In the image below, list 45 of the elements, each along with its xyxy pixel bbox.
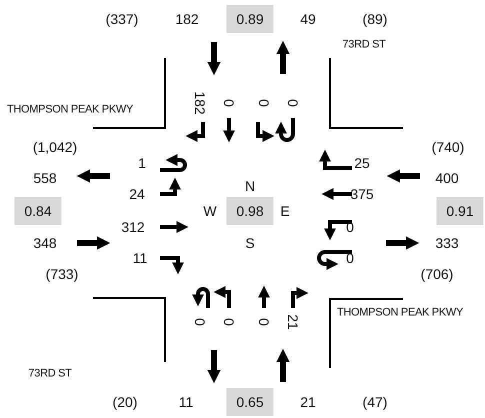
- volume-label: (20): [112, 395, 138, 409]
- volume-label: 0: [257, 318, 271, 326]
- volume-label: 0: [222, 318, 236, 326]
- volume-label: (733): [46, 267, 78, 281]
- compass-letter: S: [245, 236, 255, 250]
- volume-label: 11: [178, 395, 194, 409]
- volume-label: 0: [257, 99, 271, 107]
- volume-label: 400: [435, 171, 459, 185]
- street-name: 73RD ST: [342, 40, 386, 50]
- volume-label: (1,042): [32, 140, 78, 154]
- volume-label: 182: [175, 12, 199, 26]
- peak-hour-factor: 0.84: [14, 197, 62, 225]
- volume-label: 0: [193, 318, 207, 326]
- volume-label: 312: [121, 220, 145, 234]
- volume-label: 21: [286, 314, 300, 330]
- volume-label: 11: [132, 251, 148, 265]
- street-name: 73RD ST: [28, 368, 72, 380]
- volume-label: 348: [33, 236, 57, 250]
- volume-label: 25: [354, 156, 370, 170]
- compass-letter: W: [203, 204, 217, 218]
- peak-hour-factor: 0.98: [226, 197, 274, 225]
- volume-label: 375: [350, 187, 374, 201]
- compass-letter: N: [244, 179, 256, 193]
- volume-label: 1: [138, 156, 146, 170]
- compass-letter: E: [280, 204, 290, 218]
- peak-hour-factor: 0.65: [226, 388, 274, 416]
- volume-label: 21: [300, 395, 316, 409]
- volume-label: 0: [346, 251, 354, 265]
- volume-label: (47): [362, 395, 388, 409]
- volume-label: 0: [346, 220, 354, 234]
- volume-label: (89): [362, 12, 388, 26]
- volume-label: 24: [129, 187, 145, 201]
- volume-label: (740): [432, 140, 464, 154]
- volume-label: 0: [286, 99, 300, 107]
- peak-hour-factor: 0.89: [226, 5, 274, 33]
- street-name: THOMPSON PEAK PKWY: [7, 104, 133, 116]
- volume-label: (706): [420, 267, 454, 281]
- volume-label: 182: [193, 91, 207, 115]
- volume-label: 49: [300, 12, 316, 26]
- volume-label: 333: [435, 236, 459, 250]
- volume-label: 0: [222, 99, 236, 107]
- peak-hour-factor: 0.91: [436, 197, 484, 225]
- volume-label: (337): [106, 12, 138, 26]
- street-name: THOMPSON PEAK PKWY: [337, 308, 463, 318]
- volume-label: 558: [33, 171, 57, 185]
